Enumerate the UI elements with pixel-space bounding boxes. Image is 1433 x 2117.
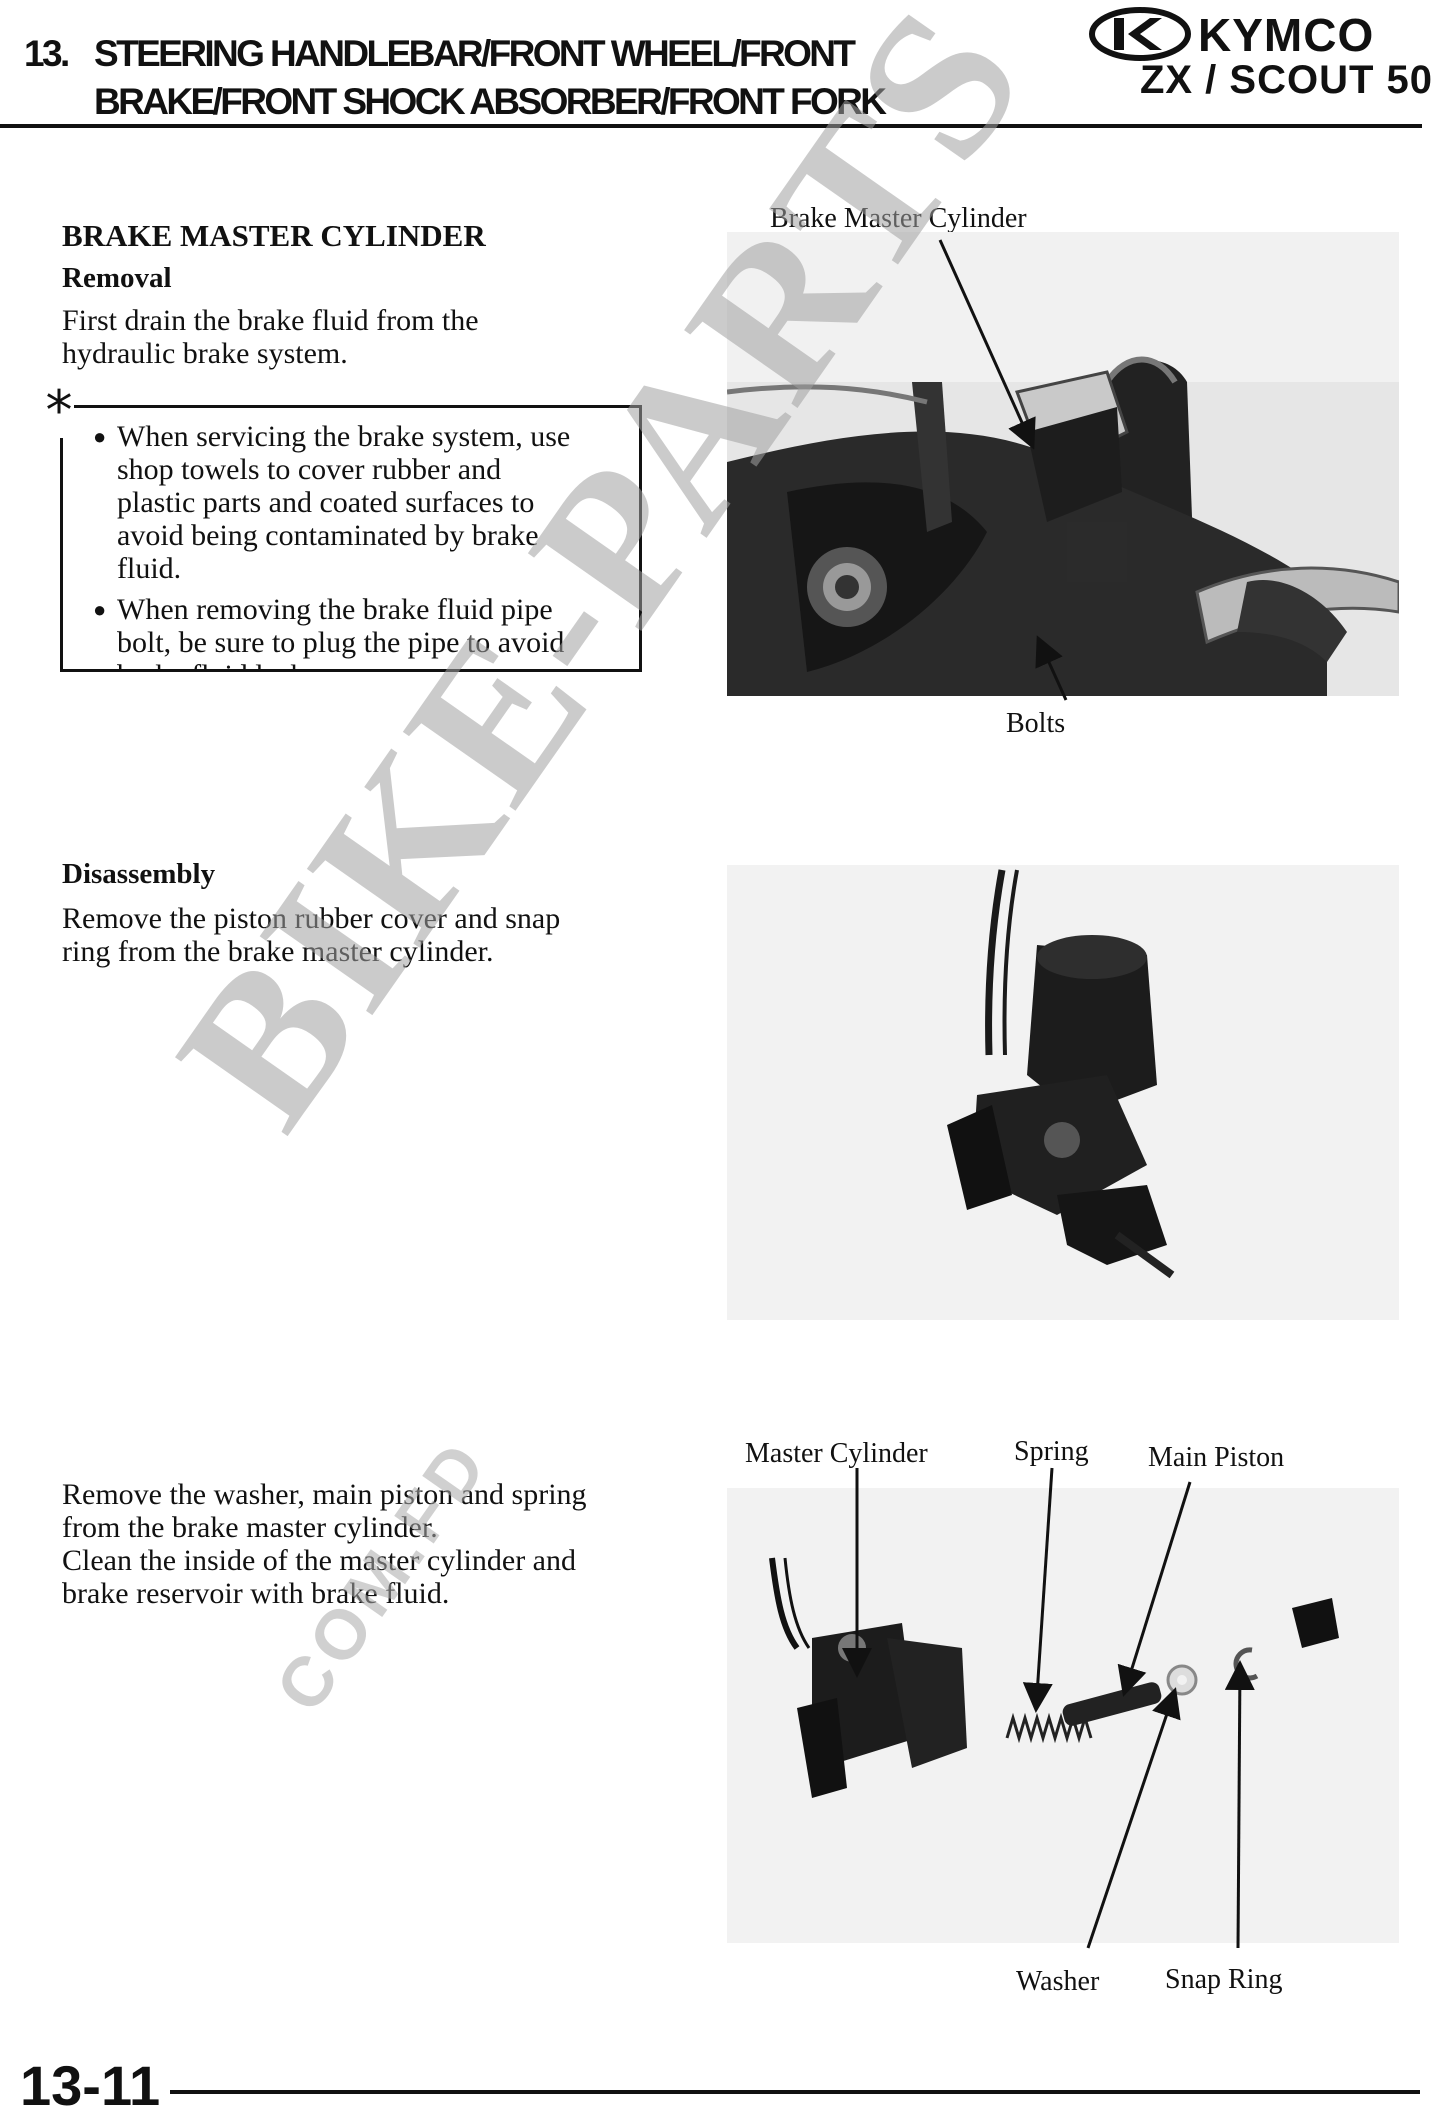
label-washer: Washer (1016, 1966, 1100, 1997)
note-line: fluid. (117, 552, 182, 585)
exploded-parts-photo (727, 1488, 1399, 1943)
note-line: avoid being contaminated by brake (117, 519, 539, 552)
bullet-icon: ● (93, 597, 107, 622)
note-line: brake fluid leakage. (117, 659, 625, 669)
removal-text-line2: hydraulic brake system. (62, 337, 348, 370)
removal-heading: Removal (62, 262, 172, 294)
label-brake-master-cylinder: Brake Master Cylinder (770, 203, 1027, 234)
removal-text-line1: First drain the brake fluid from the (62, 304, 479, 337)
cleaning-text-line2: from the brake master cylinder. (62, 1511, 438, 1544)
header-divider (0, 124, 1422, 128)
handlebar-photo (727, 232, 1399, 696)
model-name: ZX / SCOUT 50 (1139, 58, 1433, 102)
note-line: shop towels to cover rubber and (117, 453, 502, 486)
removal-text: First drain the brake fluid from the hyd… (62, 304, 479, 370)
note-item: ● When servicing the brake system, use s… (93, 420, 625, 585)
cleaning-text-line4: brake reservoir with brake fluid. (62, 1577, 450, 1610)
note-line: When servicing the brake system, use (117, 420, 571, 453)
caution-asterisk-icon: * (44, 379, 74, 442)
chapter-title: 13.STEERING HANDLEBAR/FRONT WHEEL/FRONT … (24, 30, 1004, 126)
disassembly-text: Remove the piston rubber cover and snap … (62, 902, 560, 968)
cleaning-text-line3: Clean the inside of the master cylinder … (62, 1544, 576, 1577)
disassembly-text-line2: ring from the brake master cylinder. (62, 935, 494, 968)
master-cylinder-photo (727, 865, 1399, 1320)
caution-note-box: ● When servicing the brake system, use s… (60, 405, 642, 672)
label-main-piston: Main Piston (1148, 1442, 1285, 1473)
cleaning-text-line1: Remove the washer, main piston and sprin… (62, 1478, 587, 1511)
cleaning-text: Remove the washer, main piston and sprin… (62, 1478, 587, 1610)
label-master-cylinder: Master Cylinder (745, 1438, 928, 1469)
kymco-emblem-icon (1089, 7, 1191, 61)
section-title: BRAKE MASTER CYLINDER (62, 218, 486, 253)
brand-name: KYMCO (1198, 9, 1375, 61)
label-snap-ring: Snap Ring (1165, 1964, 1283, 1995)
note-item: ● When removing the brake fluid pipe bol… (93, 593, 625, 669)
chapter-number: 13. (24, 33, 70, 74)
disassembly-text-line1: Remove the piston rubber cover and snap (62, 902, 561, 935)
page-number: 13-11 (20, 2054, 161, 2117)
note-line: When removing the brake fluid pipe (117, 593, 553, 626)
disassembly-heading: Disassembly (62, 858, 216, 890)
footer-divider (170, 2090, 1420, 2094)
chapter-title-line1: STEERING HANDLEBAR/FRONT WHEEL/FRONT (94, 33, 856, 74)
label-bolts: Bolts (1006, 708, 1066, 739)
bullet-icon: ● (93, 424, 107, 449)
chapter-title-line2: BRAKE/FRONT SHOCK ABSORBER/FRONT FORK (94, 81, 887, 122)
kymco-logo: KYMCO (1088, 6, 1428, 62)
note-line: plastic parts and coated surfaces to (117, 486, 535, 519)
label-spring: Spring (1014, 1436, 1089, 1467)
note-line: bolt, be sure to plug the pipe to avoid (117, 626, 565, 659)
